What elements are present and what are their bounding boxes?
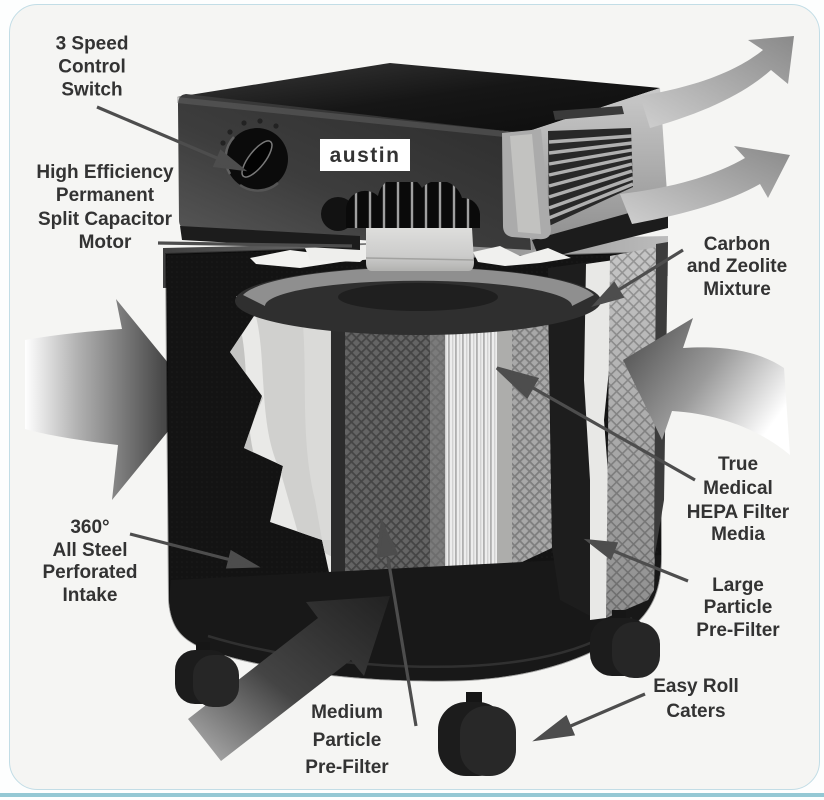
svg-text:Caters: Caters — [666, 701, 725, 722]
svg-text:Pre-Filter: Pre-Filter — [696, 620, 780, 641]
svg-text:Medical: Medical — [703, 478, 773, 499]
svg-text:Large: Large — [712, 575, 764, 596]
svg-text:Mixture: Mixture — [703, 279, 771, 300]
svg-text:Medium: Medium — [311, 702, 383, 723]
svg-text:Control: Control — [58, 57, 126, 78]
svg-text:Particle: Particle — [704, 597, 773, 618]
svg-text:Switch: Switch — [61, 80, 122, 101]
svg-text:Media: Media — [711, 524, 765, 545]
svg-text:Carbon: Carbon — [704, 234, 771, 255]
svg-text:High Efficiency: High Efficiency — [36, 162, 174, 183]
svg-text:Pre-Filter: Pre-Filter — [305, 757, 389, 778]
svg-text:Particle: Particle — [313, 730, 382, 751]
svg-text:and Zeolite: and Zeolite — [687, 256, 787, 277]
svg-text:Motor: Motor — [79, 232, 132, 253]
svg-text:austin: austin — [330, 144, 401, 167]
svg-text:360°: 360° — [70, 517, 109, 538]
svg-text:Perforated: Perforated — [42, 562, 137, 583]
svg-text:True: True — [718, 454, 758, 475]
svg-text:Permanent: Permanent — [56, 185, 155, 206]
svg-text:Intake: Intake — [63, 585, 118, 606]
svg-text:3 Speed: 3 Speed — [56, 34, 129, 55]
svg-text:Split Capacitor: Split Capacitor — [38, 209, 173, 230]
svg-text:HEPA Filter: HEPA Filter — [687, 502, 790, 523]
svg-text:Easy Roll: Easy Roll — [653, 676, 739, 697]
svg-text:All Steel: All Steel — [53, 540, 128, 561]
